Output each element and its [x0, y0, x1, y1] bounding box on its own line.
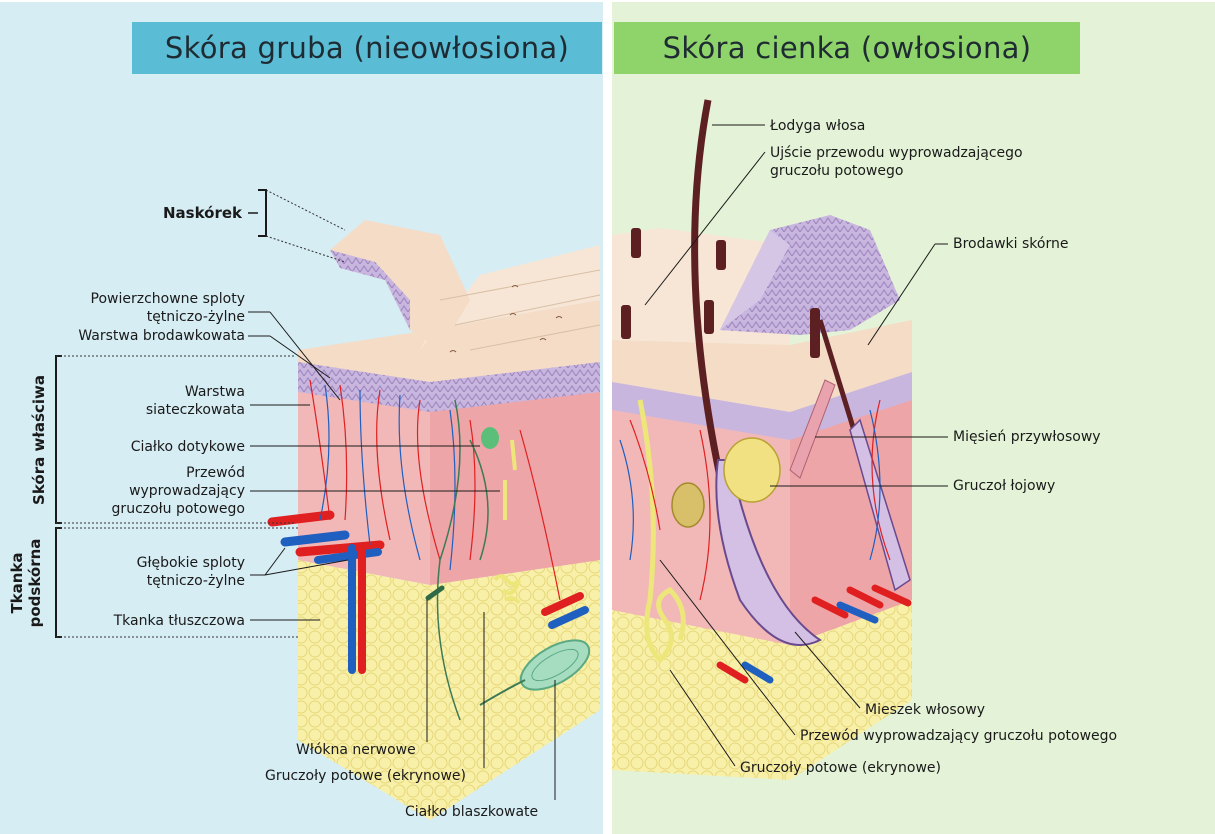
label-skora-wlasciwa: Skóra właściwa: [30, 375, 48, 505]
label-siateczkowata-2: siateczkowata: [146, 402, 245, 418]
label-lodyga: Łodyga włosa: [769, 118, 865, 134]
label-cialko-blaszkowate: Ciałko blaszkowate: [405, 804, 538, 820]
label-gruczoly-potowe-left: Gruczoły potowe (ekrynowe): [265, 768, 466, 784]
label-przewod-right: Przewód wyprowadzający gruczołu potowego: [800, 728, 1117, 744]
label-gruczol-lojowy: Gruczoł łojowy: [953, 478, 1055, 494]
label-wlokna-nerwowe: Włókna nerwowe: [296, 742, 416, 758]
thin-skin-block: [612, 100, 912, 780]
label-ujscie-1: Ujście przewodu wyprowadzającego: [770, 145, 1023, 161]
label-tkanka-tluszczowa: Tkanka tłuszczowa: [113, 613, 245, 629]
label-mieszek: Mieszek włosowy: [865, 702, 985, 718]
epidermis-flap: [330, 220, 470, 350]
meissner-corpuscle: [481, 427, 499, 449]
label-glebokie-2: tętniczo-żylne: [147, 573, 245, 589]
label-powierzchowne-1: Powierzchowne sploty: [91, 291, 246, 307]
label-glebokie-1: Głębokie sploty: [137, 555, 245, 571]
thick-skin-block: [272, 220, 600, 820]
label-miesien: Mięsień przywłosowy: [953, 429, 1101, 445]
label-tkanka-2: podskórna: [26, 539, 44, 628]
label-przewod-3: gruczołu potowego: [112, 501, 245, 517]
label-powierzchowne-2: tętniczo-żylne: [147, 309, 245, 325]
label-brodawkowata: Warstwa brodawkowata: [78, 328, 245, 344]
label-tkanka-1: Tkanka: [8, 552, 26, 613]
label-gruczoly-potowe-right: Gruczoły potowe (ekrynowe): [740, 760, 941, 776]
label-przewod-1: Przewód: [186, 465, 245, 481]
label-brodawki: Brodawki skórne: [953, 236, 1068, 252]
label-przewod-2: wyprowadzający: [129, 483, 245, 499]
label-ujscie-2: gruczołu potowego: [770, 163, 903, 179]
label-cialko-dotykowe: Ciałko dotykowe: [131, 439, 245, 455]
sebaceous-gland: [724, 438, 780, 502]
label-naskorek: Naskórek: [163, 204, 243, 222]
label-siateczkowata-1: Warstwa: [185, 384, 245, 400]
